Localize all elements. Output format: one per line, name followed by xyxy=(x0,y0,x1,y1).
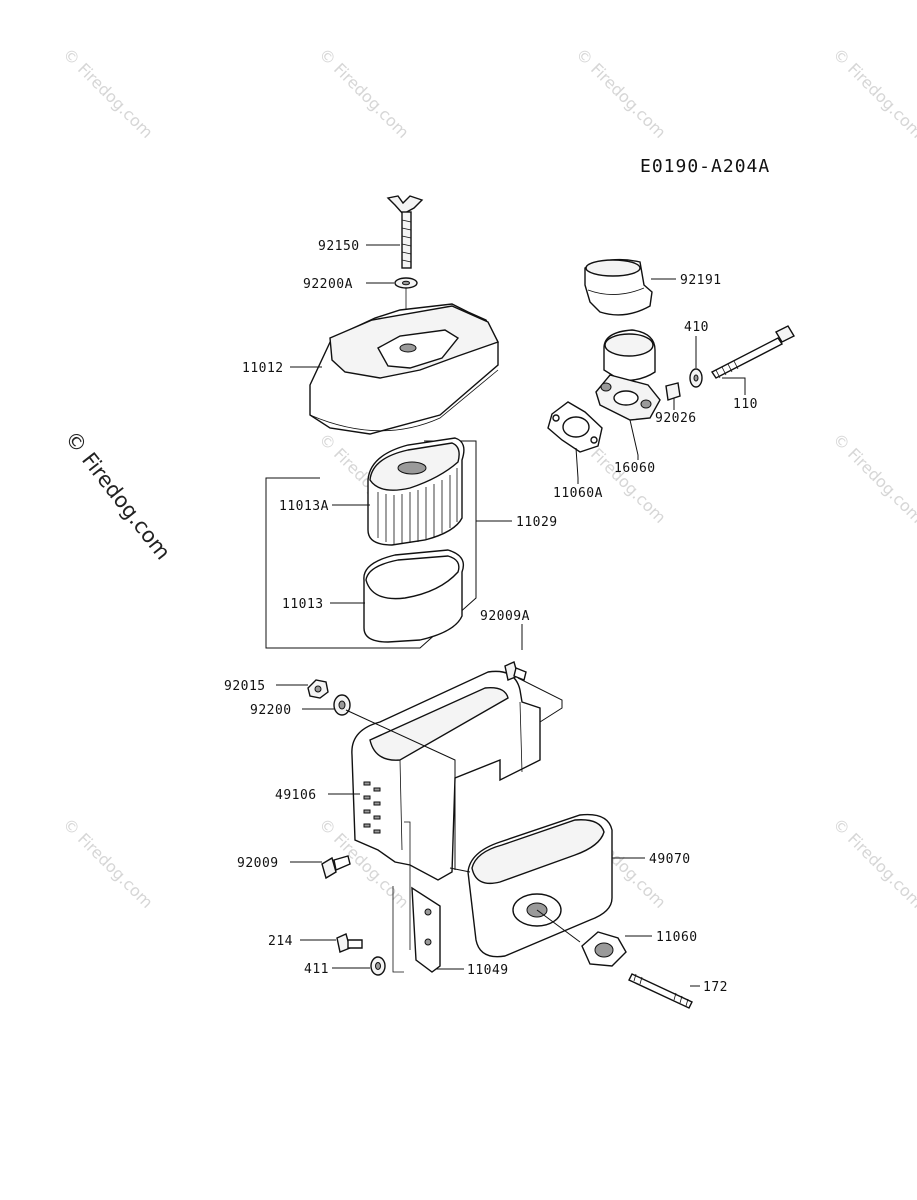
watermark: © Firedog.com xyxy=(829,44,917,142)
leader-lines xyxy=(276,244,746,987)
watermark: © Firedog.com xyxy=(315,44,413,142)
diagram-code: E0190-A204A xyxy=(640,156,770,177)
washer-92200 xyxy=(333,694,351,716)
watermark: © Firedog.com xyxy=(59,814,157,912)
callout-214: 214 xyxy=(268,934,293,949)
callout-92200: 92200 xyxy=(250,703,292,718)
callout-11029: 11029 xyxy=(516,515,558,530)
stud-172 xyxy=(628,973,693,1009)
intake-joint xyxy=(595,329,661,421)
kit-bracket xyxy=(265,440,477,649)
callout-92026: 92026 xyxy=(655,411,697,426)
callout-11013a: 11013A xyxy=(279,499,329,514)
muffler xyxy=(467,813,613,958)
air-filter-element xyxy=(367,437,465,546)
washer-411 xyxy=(370,956,386,976)
nut-92015 xyxy=(307,679,329,699)
shield-vents xyxy=(363,781,381,834)
bolt-92009a xyxy=(504,661,527,681)
callout-92015: 92015 xyxy=(224,679,266,694)
watermark: © Firedog.com xyxy=(829,429,917,527)
watermark: © Firedog.com xyxy=(572,44,670,142)
bolt-214 xyxy=(336,933,363,953)
callout-411: 411 xyxy=(304,962,329,977)
long-bolt-110 xyxy=(710,325,795,379)
callout-16060: 16060 xyxy=(614,461,656,476)
callout-11060a: 11060A xyxy=(553,486,603,501)
callout-92009a: 92009A xyxy=(480,609,530,624)
callout-92191: 92191 xyxy=(680,273,722,288)
callout-11012: 11012 xyxy=(242,361,284,376)
callout-172: 172 xyxy=(703,980,728,995)
callout-92009: 92009 xyxy=(237,856,279,871)
callout-labels: 92150 92200A 11012 92191 410 110 92026 1… xyxy=(224,239,758,995)
callout-11013: 11013 xyxy=(282,597,324,612)
callout-49070: 49070 xyxy=(649,852,691,867)
watermark: © Firedog.com xyxy=(829,814,917,912)
callout-11049: 11049 xyxy=(467,963,509,978)
callout-92150: 92150 xyxy=(318,239,360,254)
gasket-11060a xyxy=(547,401,603,453)
callout-410: 410 xyxy=(684,320,709,335)
gasket-11060 xyxy=(581,931,627,967)
collar-92026 xyxy=(665,382,681,401)
pre-cleaner xyxy=(363,549,465,643)
bracket-11049 xyxy=(411,886,441,973)
callout-49106: 49106 xyxy=(275,788,317,803)
watermark-layer: © Firedog.com © Firedog.com © Firedog.co… xyxy=(59,44,917,912)
callout-92200a: 92200A xyxy=(303,277,353,292)
hose-elbow xyxy=(584,258,653,316)
callout-110: 110 xyxy=(733,397,758,412)
callout-11060: 11060 xyxy=(656,930,698,945)
nut-410 xyxy=(689,368,703,388)
side-watermark: © Firedog.com xyxy=(60,426,175,564)
air-cleaner-cover xyxy=(309,303,499,435)
wing-bolt xyxy=(386,195,424,269)
watermark: © Firedog.com xyxy=(59,44,157,142)
heat-shield xyxy=(351,670,541,881)
washer-92200a xyxy=(394,277,418,289)
bolt-92009 xyxy=(321,855,351,880)
bracket-guide xyxy=(392,821,411,973)
